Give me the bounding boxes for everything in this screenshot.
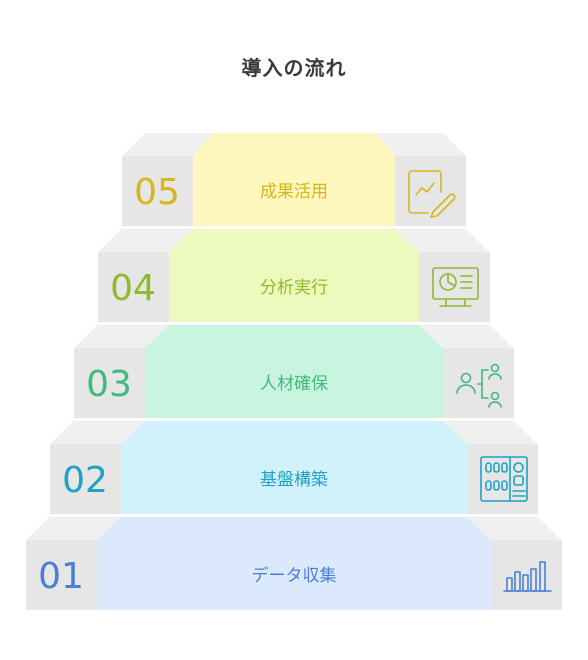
step-01-face	[97, 540, 491, 610]
step-01-label: データ収集	[252, 565, 337, 586]
step-03: 03 人材確保	[74, 325, 514, 418]
step-05-number: 05	[134, 172, 180, 213]
step-05-top	[193, 133, 395, 156]
step-05-label: 成果活用	[260, 182, 328, 202]
dashboard-icon	[432, 267, 479, 307]
step-03-number: 03	[86, 364, 132, 405]
step-01: 01 データ収集	[26, 517, 562, 610]
step-01-top	[97, 517, 491, 540]
step-04-face	[169, 252, 419, 322]
diagram-title: 導入の流れ	[241, 56, 347, 80]
step-02-top	[121, 421, 467, 444]
step-03-label: 人材確保	[260, 374, 328, 394]
step-04-label: 分析実行	[260, 278, 328, 298]
building-icon	[480, 456, 528, 502]
step-02: 02 基盤構築	[50, 421, 538, 514]
step-03-top	[145, 325, 443, 348]
step-01-number: 01	[38, 556, 84, 597]
step-02-number: 02	[62, 460, 108, 501]
step-05: 05 成果活用	[122, 133, 466, 226]
team-icon	[456, 363, 502, 408]
step-04-top	[169, 229, 419, 252]
step-05-face	[193, 156, 395, 226]
step-02-face	[121, 444, 467, 514]
step-02-label: 基盤構築	[260, 470, 328, 490]
bar-chart-icon	[503, 561, 552, 592]
report-icon	[408, 170, 456, 218]
step-04-number: 04	[110, 268, 156, 309]
step-03-face	[145, 348, 443, 418]
step-04: 04 分析実行	[98, 229, 490, 322]
